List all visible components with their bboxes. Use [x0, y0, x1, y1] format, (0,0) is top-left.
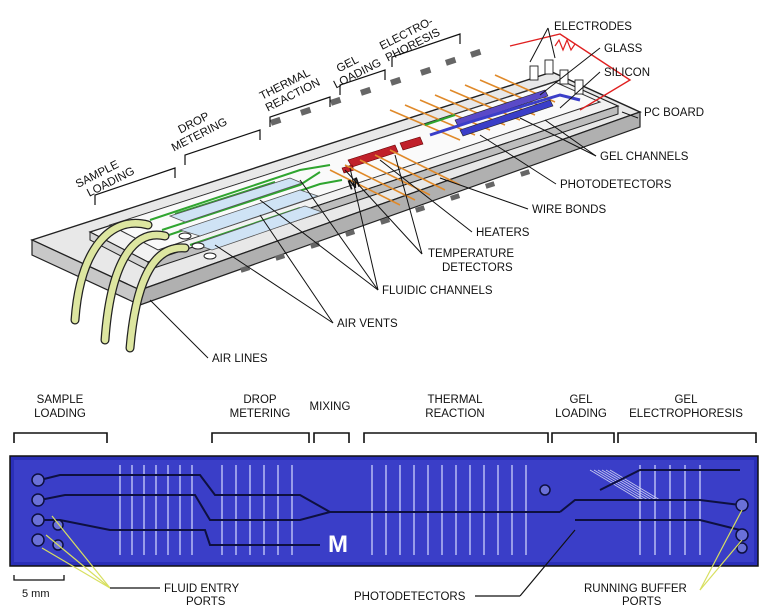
photo-pointer-lines: [41, 509, 743, 597]
label-fluid-entry-line1: FLUID ENTRY: [164, 583, 240, 595]
label-silicon: SILICON: [604, 67, 650, 79]
label-photodetectors-photo: PHOTODETECTORS: [354, 591, 466, 603]
photo-ports: [31, 473, 749, 554]
chip-photo-section: SAMPLE LOADING DROP METERING MIXING THER…: [9, 394, 759, 607]
svg-text:DROP METERING: DROP METERING: [164, 104, 229, 154]
photo-label-sample-line2: LOADING: [34, 408, 86, 420]
label-running-buffer-line2: PORTS: [622, 596, 662, 607]
photo-label-gel-loading-line1: GEL: [569, 394, 593, 406]
photo-channel-network: [39, 469, 741, 546]
stage-brackets-3d: [94, 33, 461, 205]
photodetector-stripes: [119, 465, 701, 555]
photo-label-drop-line1: DROP: [243, 394, 277, 406]
photo-label-sample-line1: SAMPLE: [37, 394, 84, 406]
svg-text:SAMPLE LOADING: SAMPLE LOADING: [74, 154, 137, 203]
scale-bar-label: 5 mm: [22, 588, 50, 600]
label-photodetectors-3d: PHOTODETECTORS: [560, 179, 672, 191]
svg-text:GEL LOADING: GEL LOADING: [326, 45, 384, 91]
photo-stage-labels: SAMPLE LOADING DROP METERING MIXING THER…: [34, 394, 743, 420]
label-air-lines: AIR LINES: [212, 353, 268, 365]
label-heaters: HEATERS: [476, 227, 530, 239]
label-temperature-detectors: TEMPERATURE DETECTORS: [428, 248, 517, 274]
air-vent-ports: [178, 232, 217, 260]
svg-text:ELECTRO- PHORESIS: ELECTRO- PHORESIS: [378, 14, 444, 64]
photo-bottom-labels: FLUID ENTRY PORTS PHOTODETECTORS RUNNING…: [164, 583, 687, 607]
label-gel-channels: GEL CHANNELS: [600, 151, 689, 163]
label-temperature-line1: TEMPERATURE: [428, 248, 514, 260]
label-fluidic-channels: FLUIDIC CHANNELS: [382, 285, 493, 297]
electrode-posts: [529, 59, 584, 95]
svg-text:THERMAL REACTION: THERMAL REACTION: [258, 65, 322, 114]
photo-label-thermal-line2: REACTION: [425, 408, 484, 420]
label-fluid-entry-line2: PORTS: [186, 596, 226, 607]
electrode-wire: [509, 33, 632, 111]
label-temperature-line2: DETECTORS: [442, 262, 513, 274]
label-running-buffer-line1: RUNNING BUFFER: [584, 583, 687, 595]
label-electrodes: ELECTRODES: [554, 21, 632, 33]
photo-label-thermal-line1: THERMAL: [428, 394, 484, 406]
component-labels: ELECTRODES GLASS SILICON PC BOARD GEL CH…: [212, 21, 704, 365]
photo-label-drop-line2: METERING: [230, 408, 291, 420]
photo-label-gel-electro-line1: GEL: [674, 394, 698, 406]
chip-3d-schematic: M: [30, 14, 704, 365]
pc-board-contacts: [240, 48, 531, 273]
photo-label-mixing: MIXING: [310, 401, 351, 413]
heater-blocks: [341, 136, 424, 174]
callout-leader-lines: [149, 27, 639, 359]
label-pc-board: PC BOARD: [644, 107, 704, 119]
label-glass: GLASS: [604, 43, 643, 55]
chip-photograph: M: [9, 455, 759, 567]
photo-label-gel-loading-line2: LOADING: [555, 408, 607, 420]
label-wire-bonds: WIRE BONDS: [532, 204, 606, 216]
scale-bar: 5 mm: [13, 575, 65, 600]
chip-logo-photo: M: [328, 531, 348, 558]
photo-stage-brackets: [13, 432, 757, 443]
photo-label-gel-electro-line2: ELECTROPHORESIS: [629, 408, 743, 420]
label-air-vents: AIR VENTS: [337, 318, 398, 330]
gel-channel-blocks: [424, 89, 581, 137]
